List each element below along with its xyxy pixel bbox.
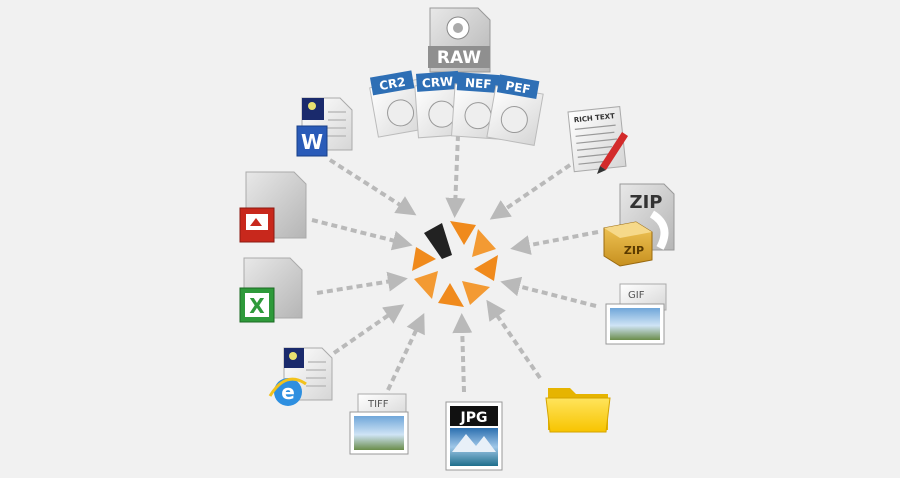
internet-explorer-document-icon: e [268,347,333,406]
raw-files-group: RAW CR2 CRW NEF [369,7,544,146]
jpg-image-icon: JPG [445,401,503,471]
arrow-tiff [386,312,425,391]
rich-text-document-icon: RICH TEXT [567,106,628,174]
gif-label: GIF [628,290,645,301]
tiff-label: TIFF [367,399,389,410]
zip-box-label: ZIP [624,244,644,257]
raw-label: RAW [437,48,481,68]
raw-format-tabs: CR2 CRW NEF PEF [369,70,544,146]
svg-text:X: X [249,294,265,318]
arrow-gif [500,276,597,308]
raw-tab-pef: PEF [504,79,531,97]
svg-text:e: e [281,380,295,404]
raw-tab-cr2: CR2 [378,75,406,93]
raw-tab-nef: NEF [465,76,492,92]
arrow-zip [510,230,599,255]
arrow-powerpoint [311,218,413,251]
arrows [311,134,599,393]
jpg-label: JPG [460,410,488,426]
tiff-image-icon: TIFF [349,393,409,455]
arrow-jpg [452,313,473,393]
word-document-icon: W [296,97,353,157]
zip-label: ZIP [630,192,663,213]
raw-camera-file-icon: RAW [428,7,491,73]
folder-icon [545,388,611,433]
arrow-word [328,158,417,216]
powerpoint-icon [239,171,307,243]
arrow-raw [445,134,466,218]
arrow-folder [486,299,542,380]
arrow-excel [316,271,408,295]
orange-aperture-logo-icon [412,221,498,307]
excel-icon: X [239,257,303,323]
raw-tab-crw: CRW [422,74,454,90]
gif-image-icon: GIF [605,283,667,345]
arrow-richtext [489,163,572,220]
svg-text:W: W [301,130,323,154]
arrow-html [332,304,405,355]
zip-archive-icon: ZIP ZIP [603,183,675,267]
